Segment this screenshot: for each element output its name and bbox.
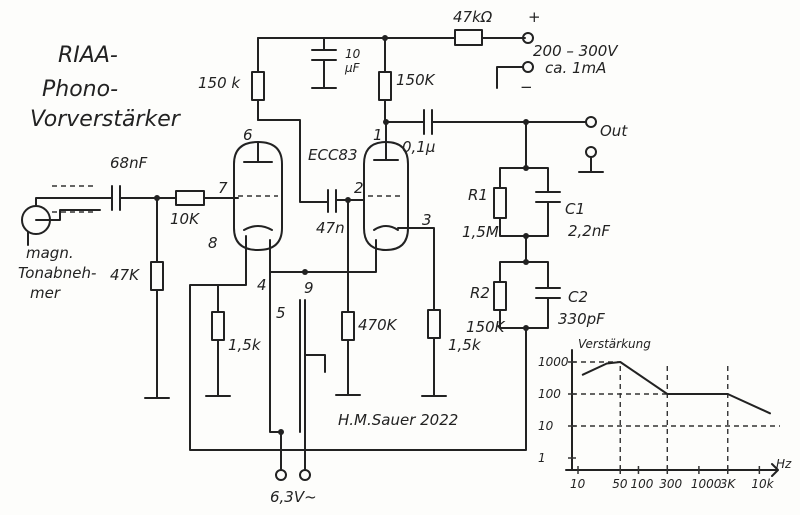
- y-tick-label: 100: [538, 387, 561, 401]
- terminal-heater-a: [275, 469, 287, 481]
- gain-curve: [581, 361, 771, 415]
- terminal-plus: [522, 32, 534, 44]
- x-tick-label: 50: [612, 477, 628, 491]
- label-10uf-b: µF: [344, 61, 361, 75]
- pin-8: 8: [208, 234, 218, 252]
- y-tick-label: 10: [538, 419, 554, 433]
- label-47k-input: 47K: [110, 266, 140, 284]
- resistor-r2: [493, 281, 507, 311]
- minus-ground: [496, 66, 524, 89]
- tube-1-cathode: [243, 225, 273, 231]
- label-r2: R2: [470, 284, 490, 302]
- title-line-2: Phono-: [42, 77, 118, 102]
- y-tick-label: 1: [538, 451, 546, 465]
- label-ecc83: ECC83: [308, 146, 358, 164]
- label-1-5m: 1,5M: [462, 223, 499, 241]
- resistor-10k: [175, 190, 205, 206]
- resistor-1-5k-a: [211, 311, 225, 341]
- heater-wires: [269, 239, 377, 433]
- pin-4: 4: [257, 276, 267, 294]
- x-tick-label: 10k: [751, 477, 774, 491]
- x-tick-label: 10: [570, 477, 586, 491]
- capacitor-47n: [323, 189, 365, 213]
- resistor-470k: [341, 311, 355, 341]
- label-pickup-1: magn.: [26, 244, 74, 262]
- input-wire: [27, 197, 105, 246]
- label-plus: +: [528, 8, 541, 26]
- terminal-out-gnd: [585, 146, 597, 158]
- label-150k-a: 150 k: [198, 74, 241, 92]
- riaa-stage-2: [499, 235, 561, 329]
- label-6-3v: 6,3V~: [270, 488, 317, 506]
- label-pickup-3: mer: [30, 284, 61, 302]
- label-0-1u: 0,1µ: [402, 138, 435, 156]
- terminal-out: [585, 116, 597, 128]
- label-author: H.M.Sauer 2022: [338, 411, 458, 429]
- terminal-minus: [522, 61, 534, 73]
- label-10k: 10K: [170, 210, 200, 228]
- resistor-150k-a: [251, 71, 265, 101]
- label-330pf: 330pF: [558, 310, 605, 328]
- pin-1: 1: [373, 126, 383, 144]
- label-out: Out: [600, 122, 628, 140]
- y-tick-label: 1000: [538, 355, 569, 369]
- ground-bars: [144, 394, 447, 399]
- x-tick-label: 3K: [720, 477, 737, 491]
- label-voltage: 200 – 300V: [533, 42, 619, 60]
- label-current: ca. 1mA: [545, 59, 606, 77]
- chart-title: Verstärkung: [578, 337, 651, 351]
- resistor-47k-input: [150, 261, 164, 291]
- label-10uf-a: 10: [345, 47, 361, 61]
- resistor-1-5k-b: [427, 309, 441, 339]
- label-47k-supply: 47kΩ: [453, 8, 493, 26]
- tube-2-cathode: [373, 225, 399, 231]
- tube-1-envelope: [233, 141, 283, 251]
- label-68nf: 68nF: [110, 154, 148, 172]
- chart-x-unit: Hz: [776, 457, 792, 471]
- label-c2: C2: [568, 288, 588, 306]
- label-150k-b: 150K: [396, 71, 436, 89]
- capacitor-10uf: [311, 37, 337, 89]
- capacitor-0-1u: [385, 109, 587, 135]
- label-470k: 470K: [358, 316, 398, 334]
- pin-2: 2: [354, 179, 364, 197]
- x-tick-label: 100: [630, 477, 653, 491]
- resistor-47k-supply: [454, 29, 483, 46]
- pin-6: 6: [243, 126, 253, 144]
- chart-axes: [565, 349, 779, 477]
- pin-9: 9: [304, 279, 314, 297]
- x-tick-label: 300: [659, 477, 682, 491]
- label-pickup-2: Tonabneh-: [18, 264, 96, 282]
- out-ground: [578, 156, 604, 173]
- label-minus: −: [520, 78, 533, 96]
- resistor-r1: [493, 187, 507, 219]
- x-tick-label: 1000: [691, 477, 722, 491]
- label-c1: C1: [565, 200, 585, 218]
- pin-5: 5: [276, 304, 286, 322]
- pin-7: 7: [218, 179, 228, 197]
- resistor-150k-b: [378, 71, 392, 101]
- feedback-wire: [189, 284, 527, 451]
- cathode2-wire: [397, 227, 435, 397]
- riaa-stage-1: [499, 121, 561, 237]
- title-line-1: RIAA-: [58, 43, 118, 68]
- input-shield: [52, 185, 96, 213]
- heater-leads: [280, 299, 326, 471]
- tube-1-plate: [243, 119, 325, 203]
- capacitor-68nf: [99, 185, 177, 211]
- label-150k-r2: 150K: [466, 318, 506, 336]
- label-2-2nf: 2,2nF: [568, 222, 610, 240]
- label-47n: 47n: [316, 219, 345, 237]
- terminal-heater-b: [299, 469, 311, 481]
- label-1-5k-b: 1,5k: [448, 336, 482, 354]
- cathode1-wire: [217, 235, 247, 397]
- label-1-5k-a: 1,5k: [228, 336, 262, 354]
- title-line-3: Vorverstärker: [30, 107, 182, 132]
- label-r1: R1: [468, 186, 488, 204]
- tube-2-plate: [373, 121, 399, 161]
- pin-3: 3: [422, 211, 432, 229]
